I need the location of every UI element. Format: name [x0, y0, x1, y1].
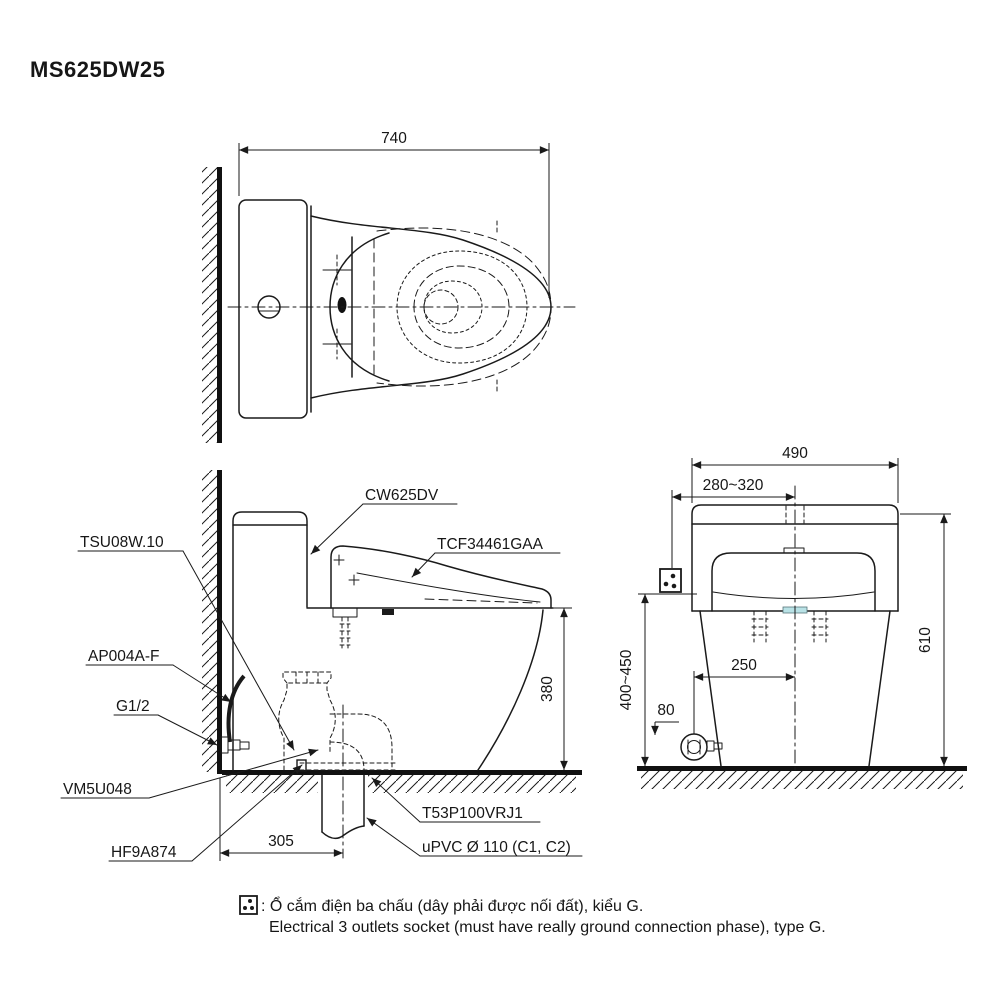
flush-valve-hidden — [278, 671, 399, 771]
dim-305-label: 305 — [268, 833, 294, 850]
floor-hatch — [226, 775, 318, 793]
bowl-front-profile — [477, 609, 544, 771]
floor-line — [222, 770, 582, 775]
floor-line — [637, 766, 967, 771]
top-view: 740 — [202, 130, 576, 443]
supply-fitting — [220, 736, 250, 754]
dim-80-label: 80 — [657, 702, 675, 719]
wall-hatch — [202, 167, 218, 443]
tank-side-outline — [232, 511, 308, 771]
part-label-g12: G1/2 — [116, 698, 150, 715]
stop-valve — [680, 733, 723, 761]
dim-400-450-label: 400~450 — [618, 649, 635, 710]
supply-hose — [226, 674, 246, 743]
power-outlet-icon — [239, 895, 258, 915]
power-outlet-icon — [659, 568, 682, 593]
leader-line — [371, 777, 421, 823]
note-line-english: Electrical 3 outlets socket (must have r… — [269, 919, 826, 936]
floor-hatch — [368, 775, 576, 793]
wall-line — [217, 167, 222, 443]
leader-line — [148, 748, 319, 799]
dim-490-label: 490 — [782, 445, 808, 462]
leader-line — [191, 764, 303, 862]
body-taper-left — [699, 610, 722, 767]
floor-hatch — [641, 771, 963, 789]
part-label-vm5u048: VM5U048 — [63, 781, 132, 798]
part-label-t53p100vrj1: T53P100VRJ1 — [422, 805, 523, 822]
seat-mount-bracket — [332, 607, 358, 618]
page-title: MS625DW25 — [30, 57, 165, 82]
dim-250-label: 250 — [731, 657, 757, 674]
seat-mount-bolt — [339, 616, 351, 649]
washlet-side-outline — [330, 545, 552, 609]
seat-hidden-line — [424, 598, 538, 604]
bowl-water-outline — [423, 280, 483, 334]
seat-opening-mid — [413, 265, 510, 349]
wall-hatch — [202, 470, 218, 772]
sensor-mark — [337, 297, 347, 313]
leader-line — [411, 552, 436, 578]
part-label-hf9a874: HF9A874 — [111, 844, 177, 861]
part-label-tcf34461gaa: TCF34461GAA — [437, 536, 544, 553]
part-label-tsu08w10: TSU08W.10 — [80, 534, 164, 551]
part-label-upvc: uPVC Ø 110 (C1, C2) — [422, 839, 571, 856]
legend-note: : Ổ cắm điện ba chấu (dây phải được nối … — [239, 895, 826, 936]
seat-front-seam — [712, 591, 875, 599]
wall-line — [217, 470, 222, 774]
side-view: 380 305 CW625DV TCF34461GAA TSU08W.10 AP… — [60, 470, 583, 862]
mount-bolt-hidden — [751, 610, 829, 643]
seat-front-outline — [711, 552, 876, 612]
dim-740-label: 740 — [381, 130, 407, 147]
tank-plan-outline — [238, 199, 308, 419]
leader-line — [157, 714, 218, 746]
part-label-ap004a-f: AP004A-F — [88, 648, 160, 665]
lid-notch — [783, 547, 805, 554]
leader-line — [366, 817, 421, 857]
dim-280-320-label: 280~320 — [703, 477, 764, 494]
part-label-cw625dv: CW625DV — [365, 487, 439, 504]
front-view: 490 280~320 400~450 610 250 80 — [618, 445, 967, 789]
pipe-break-line — [321, 825, 365, 840]
seat-seam-line — [356, 572, 541, 603]
leader-line — [310, 503, 364, 555]
body-taper-right — [868, 610, 891, 767]
seat-clip — [382, 609, 394, 615]
dim-610-label: 610 — [917, 627, 934, 653]
note-line-vietnamese: : Ổ cắm điện ba chấu (dây phải được nối … — [261, 896, 643, 915]
dim-380-label: 380 — [539, 676, 556, 702]
leader-line — [172, 664, 232, 703]
leader-line — [182, 550, 295, 751]
